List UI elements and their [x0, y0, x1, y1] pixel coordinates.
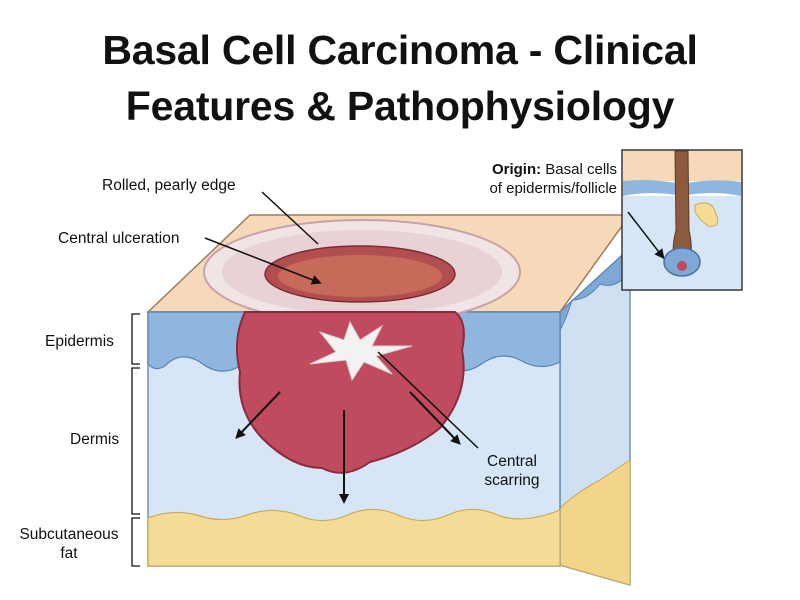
leader-rolled-edge: [261, 191, 319, 245]
title-line-1: Basal Cell Carcinoma - Clinical: [102, 27, 698, 73]
bracket-dermis: [131, 367, 140, 515]
label-rolled-edge: Rolled, pearly edge: [102, 177, 236, 194]
page-title: Basal Cell Carcinoma - Clinical Features…: [0, 22, 800, 134]
label-scarring-line2: scarring: [484, 472, 540, 489]
label-subcutaneous-line2: fat: [60, 545, 78, 562]
leader-scarring: [377, 351, 479, 449]
leader-ulceration: [204, 237, 322, 285]
label-scarring-line1: Central: [487, 453, 537, 470]
label-origin-line2: of epidermis/follicle: [489, 180, 617, 197]
label-origin: Origin: Basal cells of epidermis/follicl…: [455, 160, 617, 198]
label-origin-bold: Origin:: [491, 161, 542, 178]
label-origin-rest: Basal cells: [541, 161, 617, 178]
block-side-face: [559, 246, 631, 586]
label-dermis: Dermis: [70, 431, 120, 448]
tumor-mass: [235, 311, 465, 474]
follicle-inset: [621, 149, 743, 291]
bracket-epidermis: [131, 313, 140, 365]
bracket-subcutaneous: [131, 517, 140, 567]
central-scarring: [309, 320, 413, 382]
label-epidermis: Epidermis: [45, 333, 114, 350]
subcutaneous-fat-layer: [147, 508, 561, 567]
invasion-arrow-right: [409, 391, 461, 445]
leader-origin: [627, 211, 665, 260]
title-line-2: Features & Pathophysiology: [125, 83, 675, 129]
invasion-arrow-left: [235, 391, 281, 439]
label-subcutaneous-fat: Subcutaneous fat: [10, 525, 128, 563]
label-central-scarring: Central scarring: [470, 452, 554, 490]
label-central-ulceration: Central ulceration: [58, 230, 180, 247]
label-subcutaneous-line1: Subcutaneous: [19, 526, 119, 543]
